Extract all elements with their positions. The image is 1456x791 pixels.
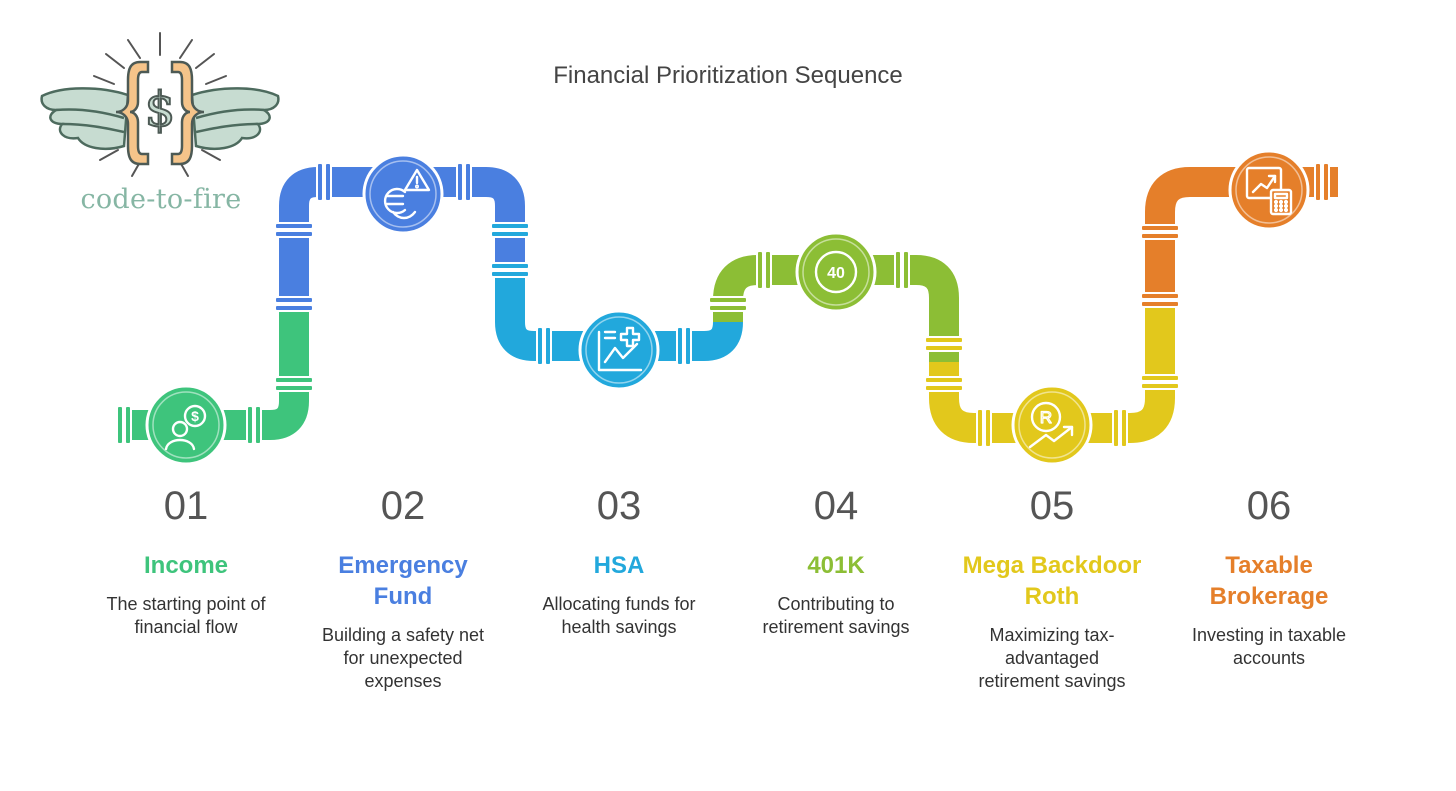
pipe-joint: [756, 250, 764, 290]
pipe-joint: [464, 162, 472, 202]
pipe-segment-6: [1145, 167, 1338, 300]
step-description: Maximizing tax-advantaged retirement sav…: [978, 625, 1126, 691]
pipe-joint: [544, 326, 552, 366]
node-taxable-brokerage: [1228, 149, 1310, 231]
step-name: Taxable Brokerage: [1209, 552, 1329, 610]
node-401k: 40: [795, 231, 877, 313]
pipe-joint: [1140, 374, 1180, 382]
pipe-joint: [764, 250, 772, 290]
pipe-joint: [924, 384, 964, 392]
pipe-joint: [456, 162, 464, 202]
svg-text:$: $: [191, 408, 199, 424]
pipe-segment-1: [120, 305, 309, 440]
pipe-joint: [1120, 408, 1128, 448]
pipe-joint: [1140, 292, 1180, 300]
pipe-joint: [708, 296, 748, 304]
step-name: Mega Backdoor Roth: [962, 552, 1142, 610]
pipe-joint: [924, 344, 964, 352]
pipe-joint: [924, 336, 964, 344]
page-title: Financial Prioritization Sequence: [553, 62, 903, 89]
step-description: Allocating funds for health savings: [542, 594, 696, 637]
person-dollar-icon: $: [164, 404, 207, 451]
step-number: 03: [596, 484, 642, 528]
pipe-joint: [536, 326, 544, 366]
pipe-joint: [274, 376, 314, 384]
pipe-joint: [254, 405, 262, 445]
pipe-joint: [976, 408, 984, 448]
pipe-joint: [1140, 224, 1180, 232]
node-hsa: [578, 309, 660, 391]
pipe-joint: [490, 222, 530, 230]
right-wing-icon: [190, 87, 280, 150]
pipe-joint: [1314, 162, 1322, 202]
step-number: 05: [1029, 484, 1075, 528]
chart-calculator-icon: [1245, 166, 1293, 216]
step-name: 401K: [807, 552, 865, 579]
pipe-joint: [684, 326, 692, 366]
pipe-joint: [1140, 382, 1180, 390]
pipe-joint: [894, 250, 902, 290]
step-description: Contributing to retirement savings: [762, 594, 910, 637]
pipe-joint: [274, 296, 314, 304]
pipe-joint: [1322, 162, 1330, 202]
pipe-joint: [924, 376, 964, 384]
pipe-joint: [490, 270, 530, 278]
step-name: Income: [143, 552, 229, 579]
pipe-joint: [124, 405, 132, 445]
step-number: 06: [1246, 484, 1292, 528]
step-description: The starting point of financial flow: [106, 594, 266, 637]
logo-text: code-to-fire: [80, 184, 242, 215]
pipe-joint: [1140, 232, 1180, 240]
pipe-joint: [324, 162, 332, 202]
pipe-joint: [984, 408, 992, 448]
roth-growth-icon: R: [1028, 401, 1074, 449]
node-income: $: [145, 384, 227, 466]
step-number: 04: [813, 484, 859, 528]
logo-dollar-symbol: $: [145, 82, 176, 138]
pipe-joint: [676, 326, 684, 366]
pipe-joint: [116, 405, 124, 445]
step-description: Building a safety net for unexpected exp…: [321, 625, 485, 691]
pipe-joint: [490, 262, 530, 270]
node-emergency-fund: [362, 153, 444, 235]
logo: $: [40, 32, 280, 177]
euro-warning-icon: [383, 168, 431, 220]
health-chart-icon: [597, 326, 643, 372]
pipe-joint: [902, 250, 910, 290]
left-wing-icon: [40, 87, 130, 150]
step-name: HSA: [593, 552, 645, 579]
step-number: 01: [163, 484, 209, 528]
pipe-joint: [246, 405, 254, 445]
pipe-joint: [274, 222, 314, 230]
pipe-joint: [490, 230, 530, 238]
step-number: 02: [380, 484, 426, 528]
pipe-joint: [708, 304, 748, 312]
pipe-joint: [1140, 300, 1180, 308]
pipe-joint: [274, 384, 314, 392]
roth-r-label: R: [1040, 408, 1052, 427]
pipe-joint: [1112, 408, 1120, 448]
step-name: Emergency Fund: [338, 552, 468, 610]
pipe-joint: [274, 304, 314, 312]
badge-40-label: 40: [827, 265, 845, 282]
step-04: 04 401K Contributing to retirement savings: [726, 480, 946, 639]
pipe-joint: [274, 230, 314, 238]
badge-40-icon: 40: [814, 250, 858, 294]
node-mega-backdoor-roth: R: [1011, 384, 1093, 466]
step-description: Investing in taxable accounts: [1191, 625, 1347, 668]
pipe-joint: [316, 162, 324, 202]
